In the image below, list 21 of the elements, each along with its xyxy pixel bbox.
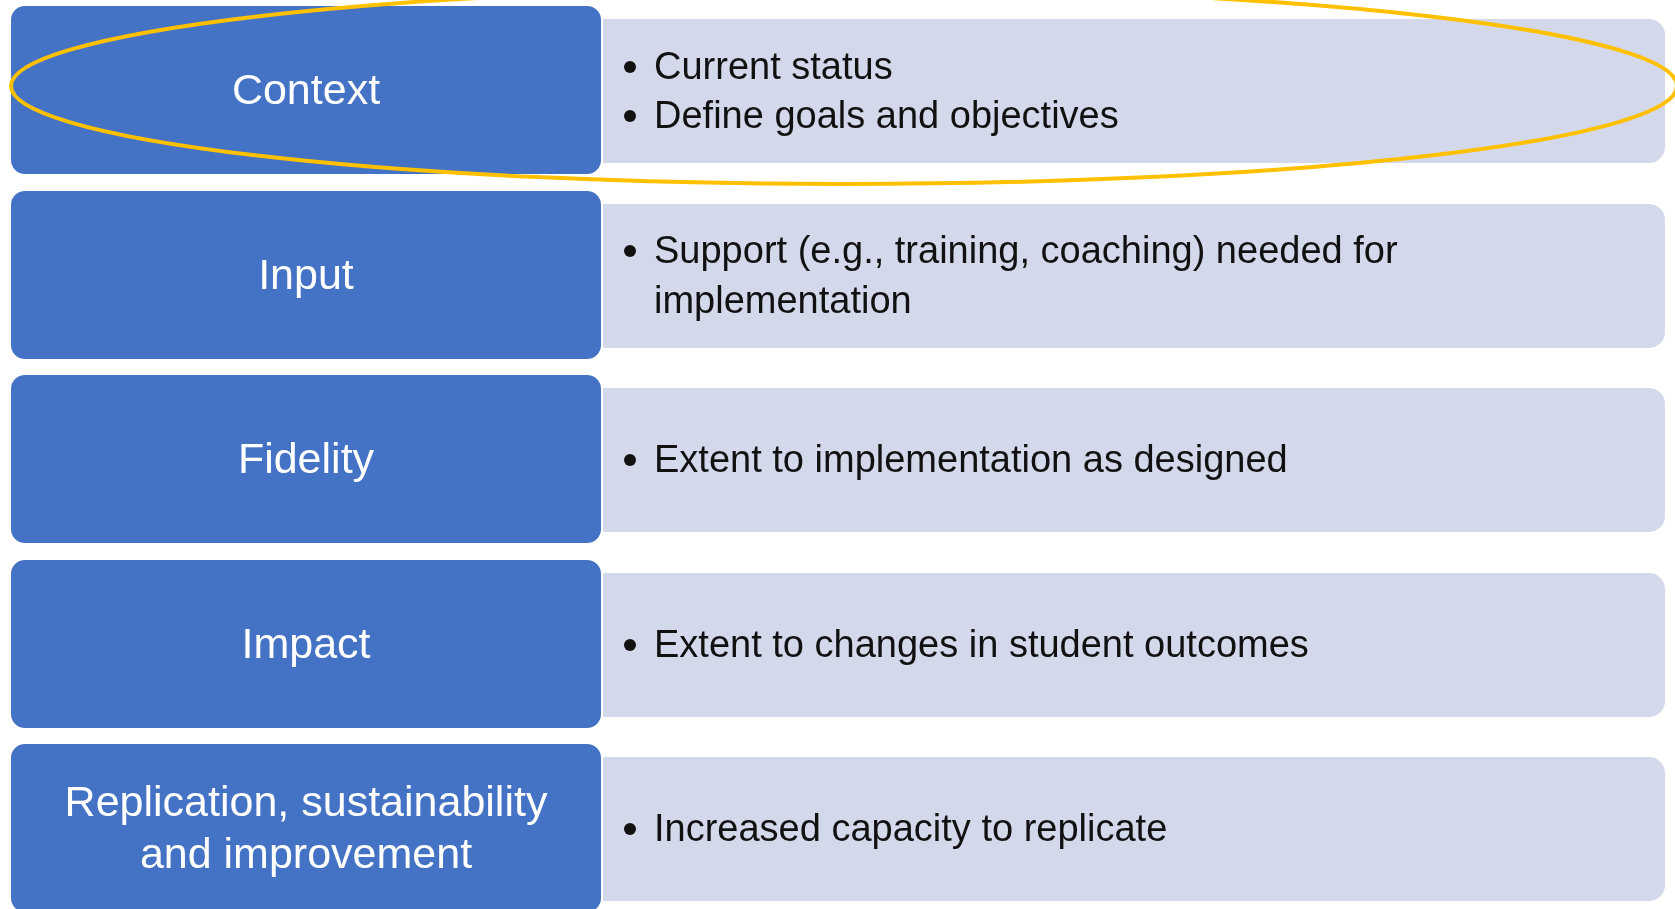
category-title: Replication, sustainability and improvement bbox=[63, 776, 549, 879]
bullet-text: Extent to changes in student outcomes bbox=[654, 622, 1309, 665]
category-title: Impact bbox=[240, 617, 372, 669]
category-box bbox=[9, 373, 603, 545]
description-panel bbox=[603, 203, 1665, 348]
category-box bbox=[9, 557, 603, 730]
description-panel bbox=[603, 757, 1665, 901]
category-title: Fidelity bbox=[236, 433, 376, 485]
category-title: Context bbox=[230, 64, 382, 116]
description-panel bbox=[603, 19, 1665, 163]
category-box bbox=[9, 4, 603, 176]
bullet-text: Current status bbox=[654, 44, 893, 87]
category-box bbox=[9, 188, 603, 361]
bullet-text: Support (e.g., training, coaching) needed for implementation bbox=[654, 229, 1398, 321]
description-panel bbox=[603, 572, 1665, 717]
bullet-text: Extent to implementation as designed bbox=[654, 438, 1288, 481]
bullet-text: Increased capacity to replicate bbox=[654, 807, 1168, 850]
description-panel bbox=[603, 388, 1665, 532]
category-box bbox=[9, 742, 603, 909]
bullet-text: Define goals and objectives bbox=[654, 94, 1119, 136]
category-title: Input bbox=[257, 248, 355, 300]
